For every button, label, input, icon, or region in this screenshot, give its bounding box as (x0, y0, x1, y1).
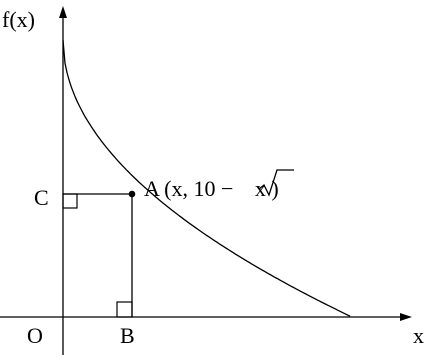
point-a-prefix: A (x, 10 − (144, 176, 239, 201)
x-axis-label: x (413, 323, 424, 348)
right-angle-marker-b (116, 301, 133, 318)
function-curve (62, 39, 351, 317)
point-c-label: C (34, 185, 49, 210)
point-a-suffix: ) (266, 176, 279, 201)
point-a-dot (128, 190, 136, 198)
x-axis-arrow (400, 313, 412, 321)
origin-label: O (27, 323, 43, 348)
point-b-label: B (120, 323, 135, 348)
point-a-label: A (x, 10 − x ) (144, 176, 279, 201)
y-axis-arrow (59, 6, 67, 18)
sqrt-radical-sign (258, 169, 294, 197)
right-angle-marker-c (62, 193, 78, 209)
y-axis-label: f(x) (2, 7, 35, 32)
